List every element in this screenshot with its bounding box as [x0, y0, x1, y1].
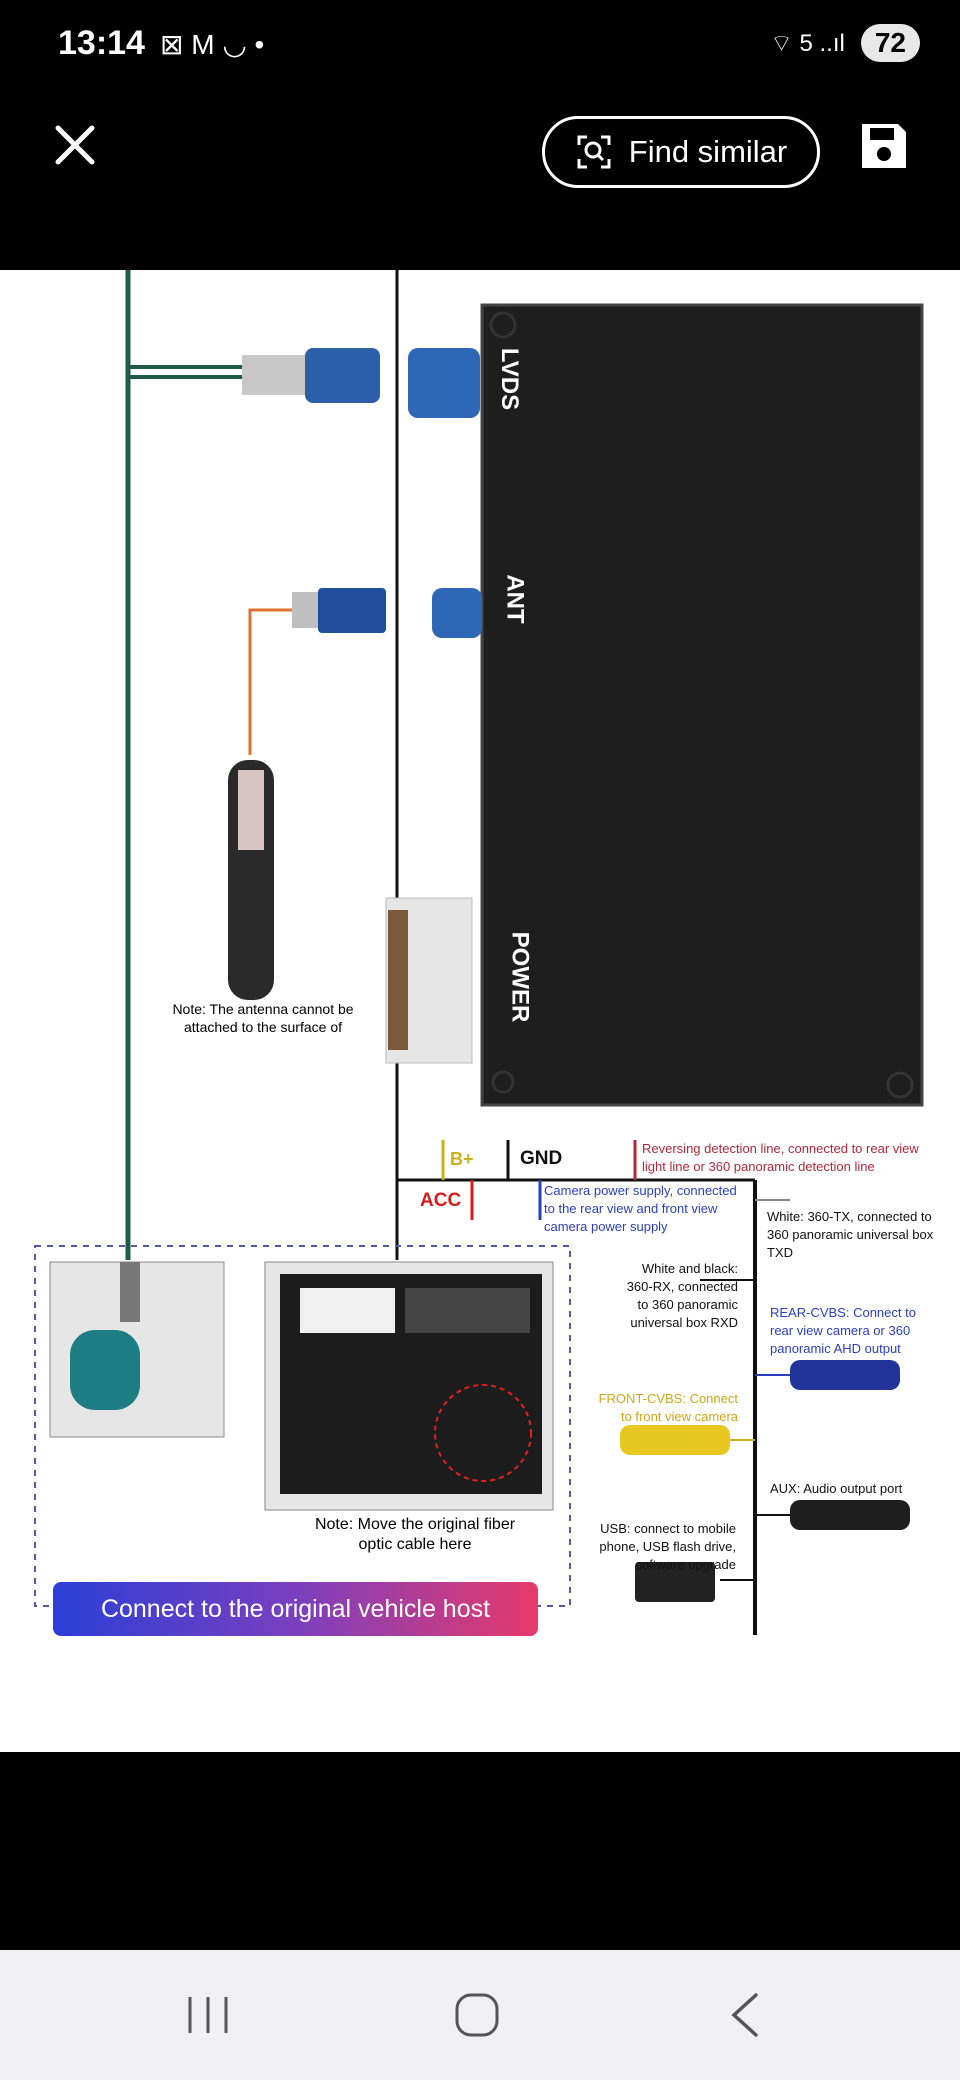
device-box — [482, 305, 922, 1105]
close-icon — [55, 125, 95, 165]
close-button[interactable] — [50, 120, 100, 170]
gnd-label: GND — [520, 1148, 563, 1169]
rear-cvbs-label: REAR-CVBS: Connect to rear view camera o… — [770, 1305, 916, 1356]
lvds-connector-plug — [242, 355, 312, 395]
navigation-bar — [0, 1950, 960, 2080]
find-similar-button[interactable]: Find similar — [542, 116, 820, 188]
camera-power-label: Camera power supply, connected to the re… — [544, 1183, 737, 1234]
image-viewer[interactable]: LVDS ANT POWER Note: The antenna cannot … — [0, 270, 960, 1752]
lvds-label: LVDS — [496, 347, 524, 411]
note-fiber: Note: Move the original fiber optic cabl… — [314, 1516, 516, 1553]
white-black-rx-label: White and black: 360-RX, connected to 36… — [626, 1261, 738, 1330]
back-icon[interactable] — [716, 1985, 776, 2045]
home-icon[interactable] — [447, 1985, 507, 2045]
white-tx-label: White: 360-TX, connected to 360 panorami… — [767, 1209, 934, 1260]
b-plus-label: B+ — [450, 1149, 474, 1169]
status-bar: 13:14 ⊠ M ◡ • ⌔ 5 ..ıl 72 — [0, 0, 960, 95]
note-antenna: Note: The antenna cannot be attached to … — [172, 1001, 354, 1035]
power-label: POWER — [506, 931, 534, 1023]
aux-label: AUX: Audio output port — [770, 1481, 903, 1496]
status-time: 13:14 — [58, 24, 145, 62]
connect-banner-text: Connect to the original vehicle host — [100, 1594, 491, 1623]
reversing-line-label: Reversing detection line, connected to r… — [642, 1141, 919, 1174]
acc-label: ACC — [420, 1190, 462, 1211]
battery-badge: 72 — [860, 24, 920, 62]
wiring-diagram — [34, 270, 924, 1635]
top-bar — [0, 95, 960, 270]
rear-cvbs-plug — [790, 1360, 900, 1390]
lens-search-icon — [577, 135, 611, 169]
usb-plug — [635, 1562, 715, 1602]
usb-label: USB: connect to mobile phone, USB flash … — [599, 1521, 736, 1572]
save-button[interactable] — [858, 120, 910, 172]
signal-icons: ⌔ 5 ..ıl — [770, 30, 845, 57]
status-right: ⌔ 5 ..ıl 72 — [770, 24, 920, 62]
ant-label: ANT — [501, 574, 529, 624]
front-cvbs-plug — [620, 1425, 730, 1455]
front-cvbs-label: FRONT-CVBS: Connect to front view camera — [598, 1391, 738, 1424]
connect-banner: Connect to the original vehicle host — [53, 1582, 538, 1636]
recent-apps-icon[interactable] — [178, 1985, 238, 2045]
notification-icons: ⊠ M ◡ • — [160, 29, 265, 60]
save-icon — [862, 124, 906, 168]
antenna-plug — [318, 588, 386, 633]
lvds-port — [408, 348, 480, 418]
find-similar-label: Find similar — [628, 134, 788, 169]
aux-plug — [790, 1500, 910, 1530]
ant-port — [432, 588, 482, 638]
